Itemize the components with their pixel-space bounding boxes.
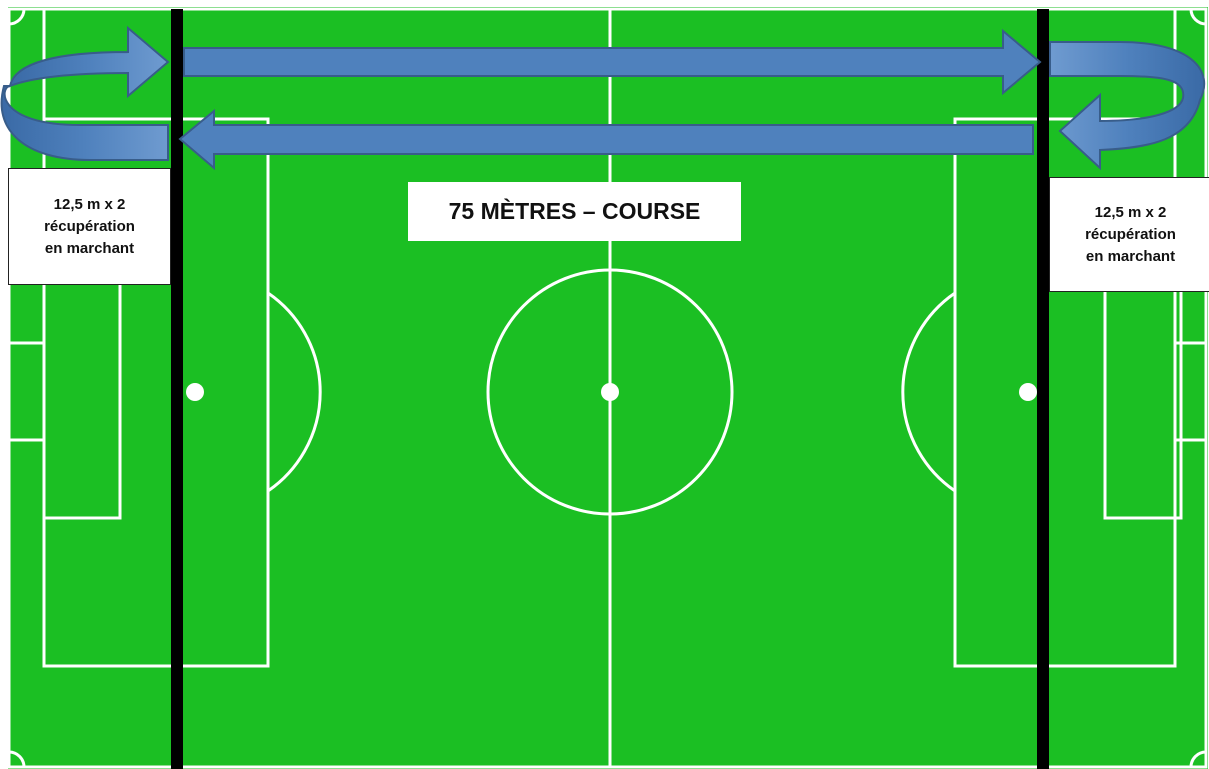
right-penalty-spot [1019,383,1037,401]
right-recovery-label: 12,5 m x 2 récupération en marchant [1049,177,1209,292]
right-label-line3: en marchant [1050,246,1209,268]
left-boundary-line [171,9,183,769]
left-label-line3: en marchant [9,238,170,260]
right-boundary-line [1037,9,1049,769]
centre-spot [601,383,619,401]
left-penalty-spot [186,383,204,401]
left-recovery-label: 12,5 m x 2 récupération en marchant [8,168,171,285]
exercise-title: 75 MÈTRES – COURSE [408,182,741,241]
right-label-line1: 12,5 m x 2 [1050,202,1209,224]
left-label-line2: récupération [9,216,170,238]
left-label-line1: 12,5 m x 2 [9,194,170,216]
right-label-line2: récupération [1050,224,1209,246]
